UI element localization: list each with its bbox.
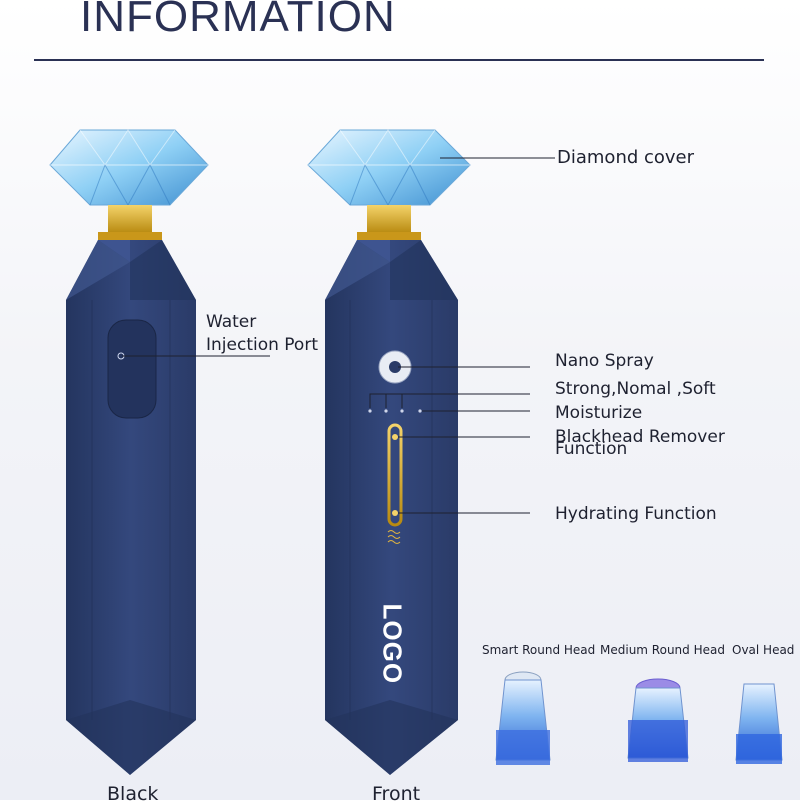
moisturize-label: Moisturize — [555, 403, 643, 423]
title-divider — [34, 59, 764, 61]
oval-head-label: Oval Head — [732, 643, 795, 657]
diamond-cover-label: Diamond cover — [557, 147, 695, 168]
device-logo: LOGO — [377, 603, 408, 685]
injection-port-label: Injection Port — [206, 335, 318, 355]
medium-round-head-label: Medium Round Head — [600, 643, 725, 657]
back-view-label: Black — [107, 783, 159, 805]
nano-spray-label: Nano Spray — [555, 351, 654, 371]
medium-round-head-image — [627, 678, 689, 762]
smart-round-head-image — [495, 671, 551, 765]
device-body-front — [325, 240, 458, 775]
oval-head-image — [735, 683, 783, 764]
blackhead-label: Blackhead Remover — [555, 427, 725, 447]
page-title: INFORMATION — [80, 0, 396, 41]
water-injection-port — [107, 319, 157, 419]
device-body-back — [66, 240, 196, 775]
hydrating-label: Hydrating Function — [555, 504, 717, 524]
diamond-cover-back — [49, 129, 209, 206]
diamond-cover-front — [307, 129, 471, 206]
blackhead-label-cont: Function — [555, 439, 628, 459]
strength-label: Strong,Nomal ,Soft — [555, 379, 716, 399]
device-back-view — [49, 129, 270, 775]
function-slider — [387, 423, 403, 527]
smart-round-head-label: Smart Round Head — [482, 643, 596, 657]
water-label: Water — [206, 312, 257, 332]
device-front-view — [307, 129, 555, 775]
front-view-label: Front — [372, 783, 421, 805]
